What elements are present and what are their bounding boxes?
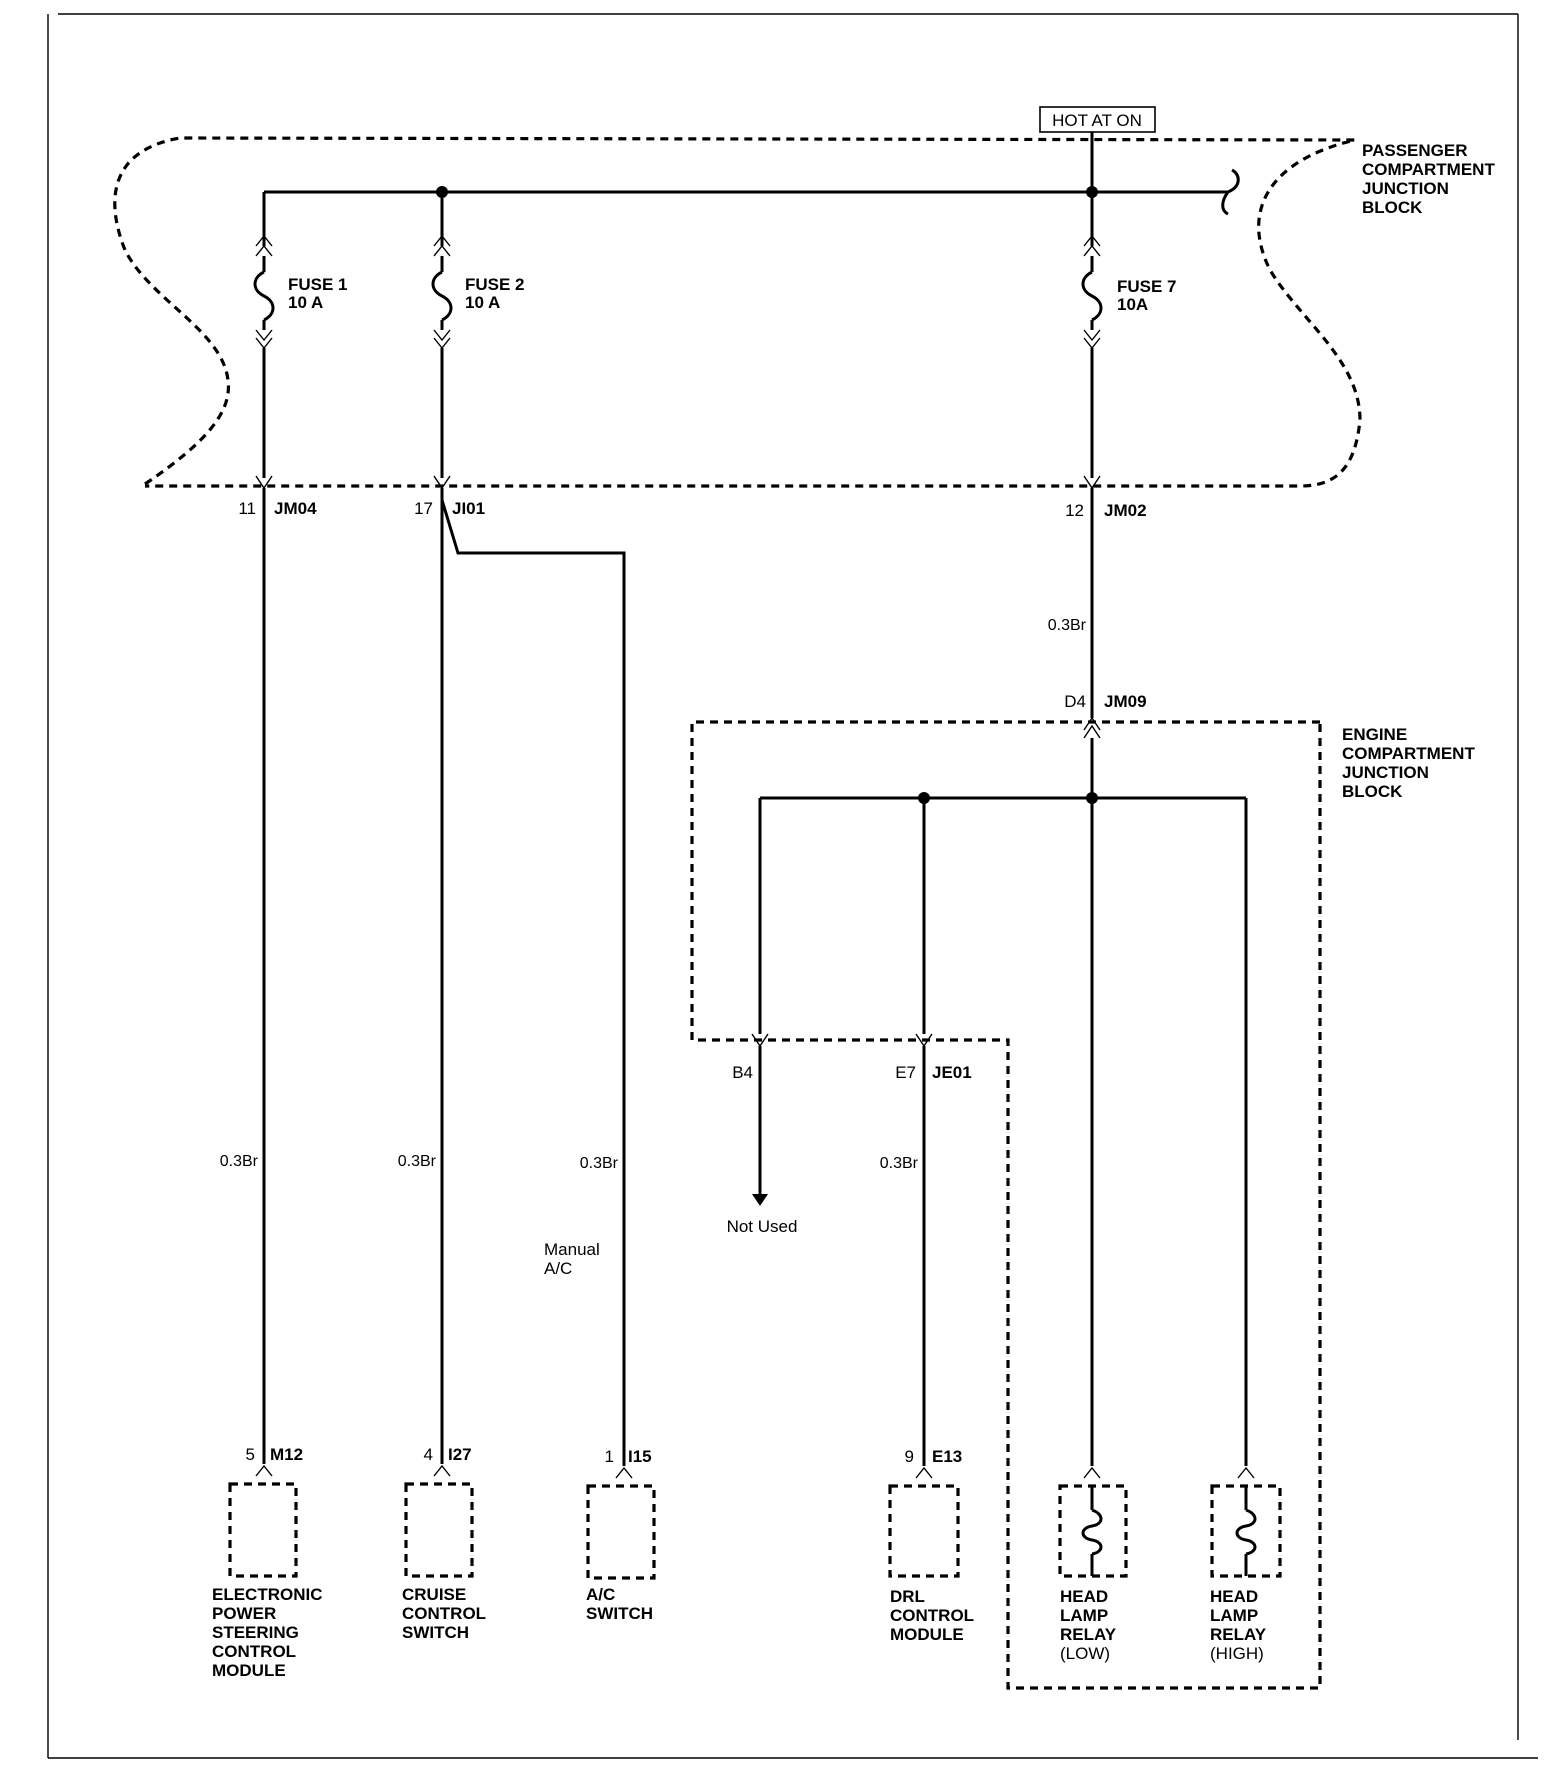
- fuse-1-branch: FUSE 1 10 A: [253, 192, 348, 1464]
- hl-high-label-line-3: RELAY: [1210, 1625, 1267, 1644]
- notes: Manual A/C Not Used: [544, 1217, 797, 1278]
- wire-label-fuse7: 0.3Br: [1048, 617, 1087, 634]
- engine-bus: [751, 792, 1248, 1466]
- ac-label-line-1: A/C: [586, 1585, 615, 1604]
- hl-low-label-line-1: HEAD: [1060, 1587, 1108, 1606]
- wire-label-drl: 0.3Br: [880, 1155, 919, 1172]
- drl-label-line-2: CONTROL: [890, 1606, 974, 1625]
- ac-switch: A/C SWITCH: [586, 1466, 656, 1623]
- engine-block-label-line-4: BLOCK: [1342, 782, 1403, 801]
- passenger-junction-block-outline: [113, 136, 1362, 488]
- wire-labels: 0.3Br 0.3Br 0.3Br 0.3Br 0.3Br: [220, 617, 1087, 1172]
- ji01-id: JI01: [452, 499, 485, 518]
- i27-id: I27: [448, 1445, 472, 1464]
- hl-low-label-line-2: LAMP: [1060, 1606, 1108, 1625]
- fuse-2-rating: 10 A: [465, 293, 500, 312]
- fuse-7-branch: FUSE 7 10A: [1081, 192, 1177, 798]
- passenger-block-label: PASSENGER COMPARTMENT JUNCTION BLOCK: [1362, 141, 1495, 217]
- drl-label-line-1: DRL: [890, 1587, 925, 1606]
- fuse-7-name: FUSE 7: [1117, 277, 1177, 296]
- passenger-block-label-line-4: BLOCK: [1362, 198, 1423, 217]
- eps-label-line-3: STEERING: [212, 1623, 299, 1642]
- i27-pin: 4: [424, 1445, 433, 1464]
- eps-label-line-1: ELECTRONIC: [212, 1585, 323, 1604]
- jm04-id: JM04: [274, 499, 317, 518]
- eps-label-line-4: CONTROL: [212, 1642, 296, 1661]
- m12-id: M12: [270, 1445, 303, 1464]
- drl-control-module: DRL CONTROL MODULE: [888, 1466, 974, 1644]
- fuse-2-name: FUSE 2: [465, 275, 525, 294]
- manual-ac-line-2: A/C: [544, 1259, 572, 1278]
- cruise-label-line-2: CONTROL: [402, 1604, 486, 1623]
- engine-block-label-line-1: ENGINE: [1342, 725, 1407, 744]
- hl-high-label-line-1: HEAD: [1210, 1587, 1258, 1606]
- hot-at-on-label: HOT AT ON: [1052, 111, 1142, 130]
- eps-control-module: ELECTRONIC POWER STEERING CONTROL MODULE: [212, 1464, 323, 1680]
- jm02-id: JM02: [1104, 501, 1147, 520]
- fuse-2-branch: FUSE 2 10 A: [431, 192, 626, 1466]
- m12-pin: 5: [246, 1445, 255, 1464]
- cruise-control-switch: CRUISE CONTROL SWITCH: [402, 1464, 486, 1642]
- eps-label-line-2: POWER: [212, 1604, 276, 1623]
- connector-labels: 11 JM04 17 JI01 12 JM02 D4 JM09 B4 E7 JE…: [238, 499, 1146, 1466]
- drl-label-line-3: MODULE: [890, 1625, 964, 1644]
- hl-low-label-line-3: RELAY: [1060, 1625, 1117, 1644]
- passenger-block-label-line-2: COMPARTMENT: [1362, 160, 1495, 179]
- power-source: HOT AT ON: [1039, 106, 1156, 133]
- fuse-1-name: FUSE 1: [288, 275, 348, 294]
- fuse-1-rating: 10 A: [288, 293, 323, 312]
- jm09-id: JM09: [1104, 692, 1147, 711]
- passenger-block-label-line-3: JUNCTION: [1362, 179, 1449, 198]
- i15-pin: 1: [605, 1447, 614, 1466]
- engine-block-label-line-2: COMPARTMENT: [1342, 744, 1475, 763]
- manual-ac-line-1: Manual: [544, 1240, 600, 1259]
- cruise-label-line-3: SWITCH: [402, 1623, 469, 1642]
- cruise-label-line-1: CRUISE: [402, 1585, 466, 1604]
- not-used-label: Not Used: [727, 1217, 798, 1236]
- b4-pin: B4: [732, 1063, 753, 1082]
- je01-id: JE01: [932, 1063, 972, 1082]
- e13-id: E13: [932, 1447, 962, 1466]
- i15-id: I15: [628, 1447, 652, 1466]
- passenger-block-label-line-1: PASSENGER: [1362, 141, 1468, 160]
- ji01-pin: 17: [414, 499, 433, 518]
- wire-label-cruise: 0.3Br: [398, 1153, 437, 1170]
- e13-pin: 9: [905, 1447, 914, 1466]
- page-frame: [47, 13, 1538, 1759]
- ac-label-line-2: SWITCH: [586, 1604, 653, 1623]
- head-lamp-relay-high: HEAD LAMP RELAY (HIGH): [1210, 1466, 1282, 1663]
- hl-low-label-line-4: (LOW): [1060, 1644, 1110, 1663]
- jm09-pin: D4: [1064, 692, 1086, 711]
- engine-junction-block-outline: [690, 720, 1322, 1690]
- jm04-pin: 11: [238, 499, 256, 518]
- engine-block-label-line-3: JUNCTION: [1342, 763, 1429, 782]
- wire-label-ac: 0.3Br: [580, 1155, 619, 1172]
- je01-pin: E7: [895, 1063, 916, 1082]
- engine-block-label: ENGINE COMPARTMENT JUNCTION BLOCK: [1342, 725, 1475, 801]
- fuse-7-rating: 10A: [1117, 295, 1148, 314]
- wire-label-eps: 0.3Br: [220, 1153, 259, 1170]
- jm02-pin: 12: [1065, 501, 1084, 520]
- hl-high-label-line-4: (HIGH): [1210, 1644, 1264, 1663]
- head-lamp-relay-low: HEAD LAMP RELAY (LOW): [1058, 1466, 1128, 1663]
- eps-label-line-5: MODULE: [212, 1661, 286, 1680]
- hl-high-label-line-2: LAMP: [1210, 1606, 1258, 1625]
